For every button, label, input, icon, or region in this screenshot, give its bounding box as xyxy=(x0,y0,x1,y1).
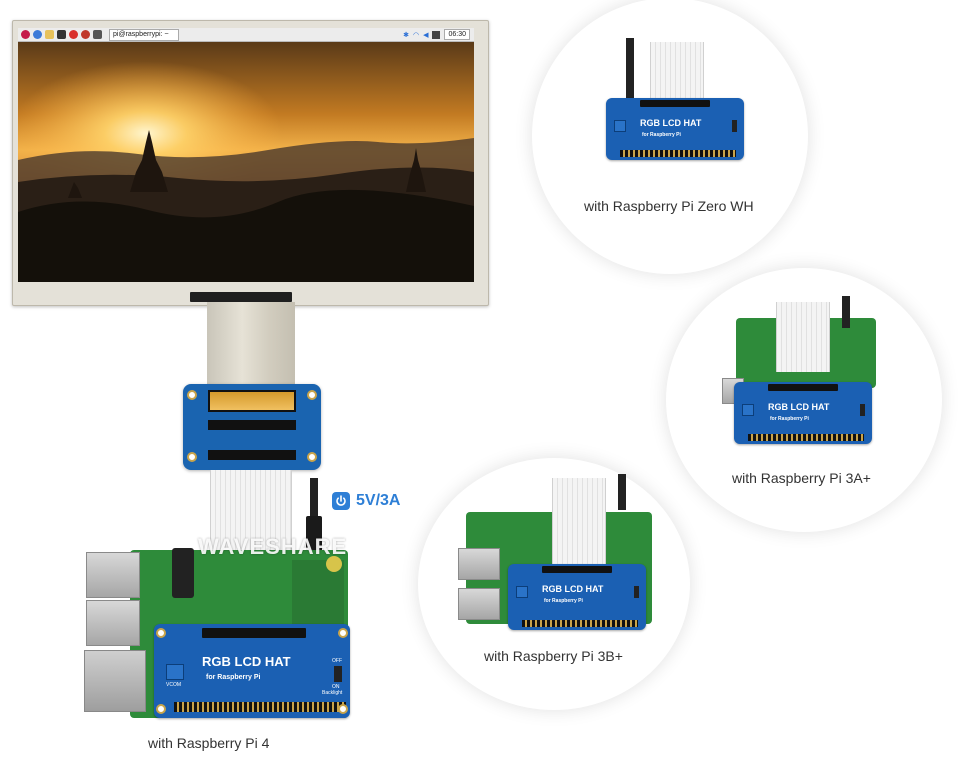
backlight-switch xyxy=(860,404,865,416)
fpc-connector xyxy=(768,384,838,391)
caption-pi3a: with Raspberry Pi 3A+ xyxy=(732,470,871,486)
power-spec: 5V/3A xyxy=(332,492,400,510)
hat-title: RGB LCD HAT xyxy=(202,654,291,669)
connector xyxy=(208,420,296,430)
raspberry-menu-icon xyxy=(21,30,30,39)
vcom-potentiometer xyxy=(516,586,528,598)
switch-label: Backlight xyxy=(322,690,343,696)
fpc-connector xyxy=(208,390,296,412)
app-icon xyxy=(69,30,78,39)
watermark: WAVESHARE xyxy=(198,534,348,559)
fpc-adapter-board xyxy=(183,384,321,470)
power-label: 5V/3A xyxy=(356,492,401,509)
mounting-hole xyxy=(187,452,197,462)
backlight-switch xyxy=(732,120,737,132)
mounting-hole xyxy=(338,704,348,714)
connector xyxy=(208,450,296,460)
hat-subtitle: for Raspberry Pi xyxy=(544,598,583,604)
fpc-connector xyxy=(202,628,306,638)
hat-title: RGB LCD HAT xyxy=(542,584,604,594)
caption-pi4: with Raspberry Pi 4 xyxy=(148,735,270,751)
hat-subtitle: for Raspberry Pi xyxy=(770,416,809,422)
vcom-label: VCOM xyxy=(166,682,181,688)
caption-zero-wh: with Raspberry Pi Zero WH xyxy=(584,198,754,214)
power-icon xyxy=(332,492,350,510)
ribbon-cable xyxy=(776,302,830,372)
vcom-potentiometer xyxy=(742,404,754,416)
gpio-header xyxy=(620,150,736,157)
gpio-header xyxy=(748,434,864,441)
pi-zero-wh-circle: RGB LCD HAT for Raspberry Pi with Raspbe… xyxy=(532,0,808,274)
mounting-hole xyxy=(307,452,317,462)
mounting-hole xyxy=(307,390,317,400)
mounting-hole xyxy=(338,628,348,638)
gpio-header xyxy=(174,702,346,712)
desktop-taskbar: pi@raspberrypi: ~ ✱ ◠ ◀ 06:30 xyxy=(18,28,474,42)
gpio-header xyxy=(522,620,638,627)
fpc-connector xyxy=(640,100,710,107)
power-cable xyxy=(618,474,626,510)
terminal-window-icon xyxy=(93,30,102,39)
audio-jack xyxy=(172,548,194,598)
usb-port xyxy=(458,588,500,620)
vcom-potentiometer xyxy=(166,664,184,680)
globe-icon xyxy=(33,30,42,39)
clock: 06:30 xyxy=(444,29,470,40)
rgb-lcd-hat-pi4: RGB LCD HAT for Raspberry Pi VCOM OFF ON… xyxy=(154,624,350,718)
usb-port xyxy=(86,600,140,646)
pi-3a-circle: RGB LCD HAT for Raspberry Pi with Raspbe… xyxy=(666,268,942,532)
vcom-potentiometer xyxy=(614,120,626,132)
switch-on-label: ON xyxy=(332,684,340,690)
mounting-hole xyxy=(326,556,342,572)
ribbon-cable xyxy=(552,478,606,568)
terminal-icon xyxy=(57,30,66,39)
power-cable xyxy=(842,296,850,328)
wifi-icon: ◠ xyxy=(412,31,420,39)
system-tray: ✱ ◠ ◀ 06:30 xyxy=(403,29,474,40)
lcd-fpc-connector xyxy=(190,292,292,302)
usb-c-plug xyxy=(306,516,322,556)
hat-title: RGB LCD HAT xyxy=(640,118,702,128)
ribbon-cable xyxy=(650,42,704,102)
mounting-hole xyxy=(187,390,197,400)
app-icon-2 xyxy=(81,30,90,39)
cpu-monitor-icon xyxy=(432,30,441,39)
rgb-lcd-hat-3a: RGB LCD HAT for Raspberry Pi xyxy=(734,382,872,444)
backlight-switch xyxy=(634,586,639,598)
fpc-cable xyxy=(207,302,295,390)
volume-icon: ◀ xyxy=(423,31,429,39)
usb-port xyxy=(86,552,140,598)
mounting-hole xyxy=(156,628,166,638)
switch-off-label: OFF xyxy=(332,658,342,664)
caption-pi3b: with Raspberry Pi 3B+ xyxy=(484,648,623,664)
fpc-connector xyxy=(542,566,612,573)
power-cable xyxy=(626,38,634,98)
hat-subtitle: for Raspberry Pi xyxy=(206,674,261,681)
bluetooth-icon: ✱ xyxy=(403,31,409,39)
ethernet-port xyxy=(84,650,146,712)
power-cable xyxy=(310,478,318,518)
lcd-screen: pi@raspberrypi: ~ ✱ ◠ ◀ 06:30 xyxy=(18,28,474,282)
rgb-lcd-hat-3b: RGB LCD HAT for Raspberry Pi xyxy=(508,564,646,630)
backlight-switch xyxy=(334,666,342,682)
wallpaper-image xyxy=(18,42,474,282)
hat-title: RGB LCD HAT xyxy=(768,402,830,412)
hat-subtitle: for Raspberry Pi xyxy=(642,132,681,138)
mounting-hole xyxy=(156,704,166,714)
usb-port xyxy=(458,548,500,580)
folder-icon xyxy=(45,30,54,39)
taskbar-terminal-button: pi@raspberrypi: ~ xyxy=(109,28,179,41)
rgb-lcd-hat-zero: RGB LCD HAT for Raspberry Pi xyxy=(606,98,744,160)
pi-3b-circle: RGB LCD HAT for Raspberry Pi with Raspbe… xyxy=(418,458,690,710)
